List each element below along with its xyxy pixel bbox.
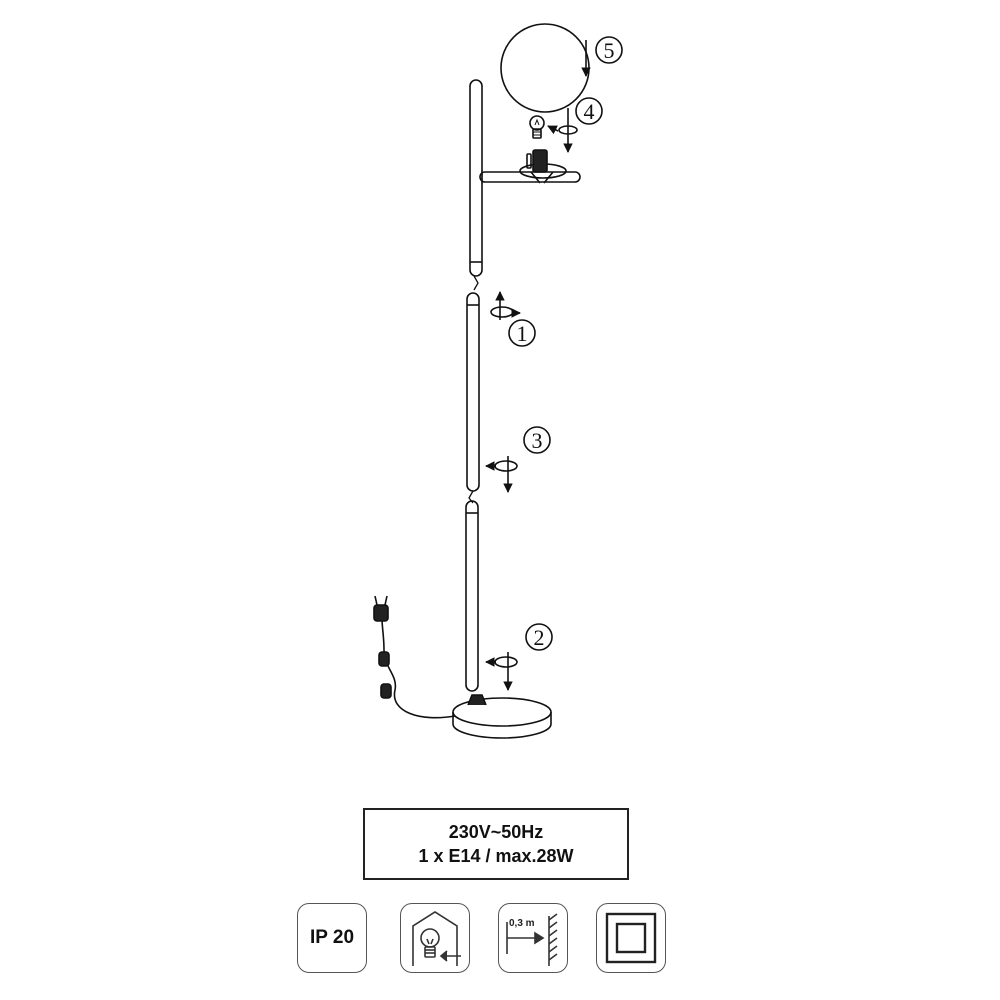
ip-rating-icon: IP 20 [297,903,367,973]
electrical-spec-box: 230V~50Hz 1 x E14 / max.28W [363,808,629,880]
step-4-arrow [547,108,578,153]
bottom-pole-section [465,500,479,692]
top-pole-section [469,79,483,291]
lamp-socket [519,149,567,184]
step-1-circle [508,319,536,347]
e14-bulb [529,115,545,139]
double-insulation-icon [596,903,666,973]
house-bulb-icon [412,911,461,966]
step-3-label: 3 [532,428,543,453]
class-ii-icon [605,912,657,964]
distance-label: 0,3 m [509,918,535,929]
glass-globe [500,23,590,113]
lamp-arm [479,170,581,184]
indoor-use-icon [400,903,470,973]
inline-switch [378,651,392,699]
step-5-circle [595,36,623,64]
power-cable [381,617,456,719]
step-3-arrow [485,456,518,493]
step-4-circle [575,97,603,125]
step-2-arrow [485,652,518,691]
step-5-label: 5 [604,38,615,63]
step-1-label: 1 [517,321,528,346]
bulb-spec: 1 x E14 / max.28W [418,846,574,866]
voltage-spec: 230V~50Hz [448,822,544,842]
step-4-label: 4 [584,99,595,124]
middle-pole-section [466,292,480,504]
lamp-base [452,694,552,739]
assembly-diagram: 5 4 1 3 2 [373,23,623,739]
min-distance-icon: 0,3 m [498,903,568,973]
step-1-arrow [490,291,521,320]
ip-rating-label: IP 20 [309,927,355,948]
power-plug [373,595,389,622]
step-2-label: 2 [534,625,545,650]
step-3-circle [523,426,551,454]
distance-wall-icon: 0,3 m [506,913,558,966]
step-2-circle [525,623,553,651]
